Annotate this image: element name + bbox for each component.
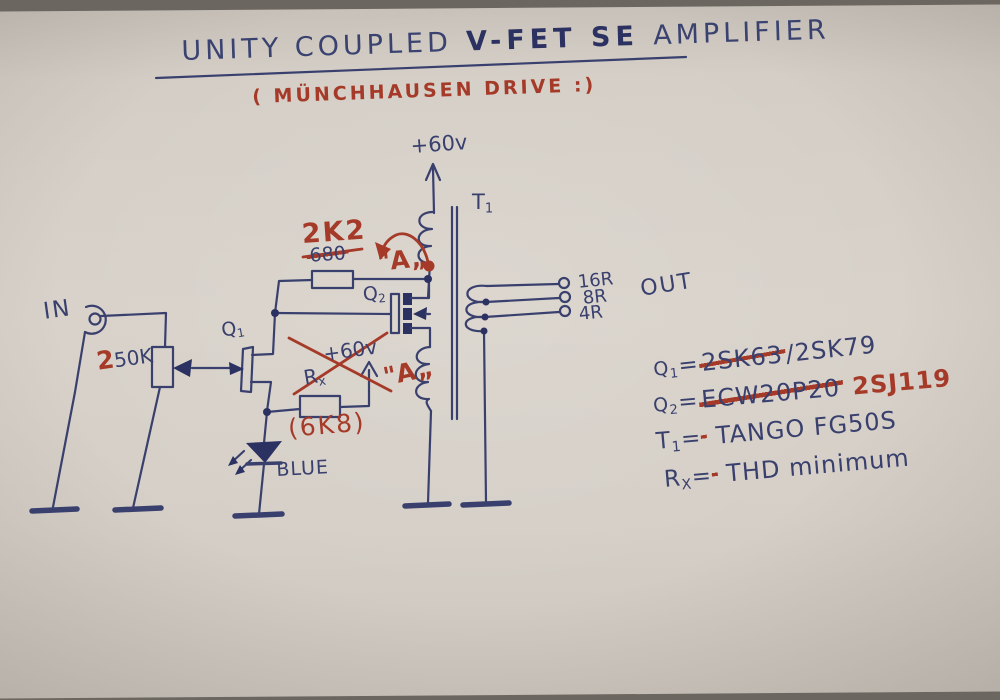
tap-point-dot [423,260,435,272]
rx-label: Rx [301,363,328,390]
rx-resistor-symbol [265,360,379,419]
led-color-label: BLUE [275,456,330,481]
q1-label: Q1 [219,317,246,342]
feedback-resistor-old-value: 680 [306,242,350,267]
ground-symbols [29,500,512,519]
q1-jfet-symbol [229,311,277,413]
transformer-t1-label: T1 [472,190,494,217]
q2-mosfet-symbol [389,281,432,349]
title-part-3: AMPLIFIER [652,14,831,52]
supply-arrow [424,162,442,215]
tap-4r-label: 4R [577,301,604,325]
supply-rail-label: +60v [409,130,469,158]
feedback-resistor-symbol [273,269,426,315]
gate-wire [273,311,393,316]
q2-label: Q2 [361,282,387,306]
x-cross-stroke-2 [292,331,389,396]
potentiometer-symbol [131,345,231,510]
output-taps [480,276,572,504]
tap-arrow-head [375,242,391,260]
led-symbol [228,410,283,516]
rx-value-label: (6K8) [286,407,367,443]
title-underline [154,55,688,80]
transformer-symbol [414,205,489,505]
tap-a-label-top: "A„ [375,242,429,277]
tap-arrow-curve [381,232,430,264]
input-label: IN [41,295,74,325]
junction-dots [263,275,432,416]
input-jack-symbol [51,304,168,509]
